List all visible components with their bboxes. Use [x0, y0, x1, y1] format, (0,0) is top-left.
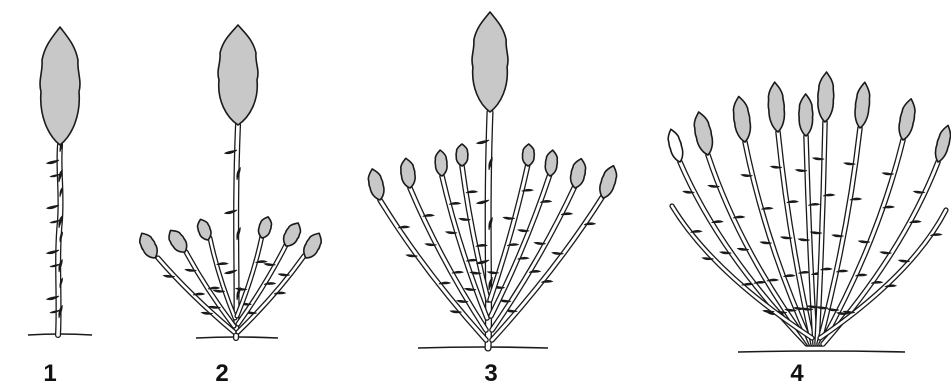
flower-spike — [568, 157, 588, 189]
flower-spike — [731, 95, 753, 143]
spike-shape — [522, 144, 535, 166]
flower-spike — [472, 12, 508, 112]
spike-shape — [218, 25, 258, 125]
flower-spike — [817, 72, 835, 122]
ground-line — [738, 351, 905, 352]
flower-spike — [932, 124, 951, 164]
spike-shape — [665, 128, 686, 164]
flower-spike — [399, 157, 417, 189]
spike-shape — [456, 144, 468, 166]
spike-shape — [896, 97, 918, 141]
spike-shape — [691, 110, 716, 156]
stem-outline — [820, 210, 946, 338]
flower-spike — [544, 150, 559, 177]
plant-stage-3 — [365, 12, 620, 348]
flower-spike — [256, 215, 274, 239]
spike-shape — [799, 94, 813, 136]
flower-spike — [767, 82, 786, 133]
flower-spike — [799, 94, 813, 136]
ground-line — [418, 347, 548, 348]
spike-shape — [256, 215, 274, 239]
spike-shape — [544, 150, 559, 177]
plant-stage-2 — [136, 25, 326, 338]
spike-shape — [817, 72, 835, 122]
flower-spike — [596, 164, 620, 201]
flower-spike — [896, 97, 918, 141]
spike-shape — [568, 157, 588, 189]
flower-spike — [665, 128, 686, 164]
stem-fill — [820, 210, 946, 338]
spike-shape — [932, 124, 951, 164]
stage-label-2: 2 — [215, 360, 228, 388]
spike-shape — [853, 82, 872, 129]
leaf-bud — [47, 201, 59, 213]
stage-label-1: 1 — [43, 360, 56, 388]
plant-stage-4 — [665, 72, 951, 352]
spike-shape — [40, 27, 80, 145]
flower-spike — [40, 27, 80, 145]
spike-shape — [731, 95, 753, 143]
spike-shape — [596, 164, 620, 201]
leaf-shape — [47, 201, 59, 213]
flower-spike — [522, 144, 535, 166]
spike-shape — [365, 167, 386, 201]
stage-label-4: 4 — [790, 360, 803, 388]
spike-shape — [472, 12, 508, 112]
spike-shape — [434, 150, 448, 177]
flower-spike — [365, 167, 386, 201]
flower-spike — [691, 110, 716, 156]
spike-shape — [767, 82, 786, 133]
plant-stage-1 — [28, 27, 92, 335]
flower-spike — [853, 82, 872, 129]
flower-spike — [434, 150, 448, 177]
flower-spike — [218, 25, 258, 125]
spike-shape — [399, 157, 417, 189]
flower-spike — [456, 144, 468, 166]
stage-label-3: 3 — [484, 360, 497, 388]
